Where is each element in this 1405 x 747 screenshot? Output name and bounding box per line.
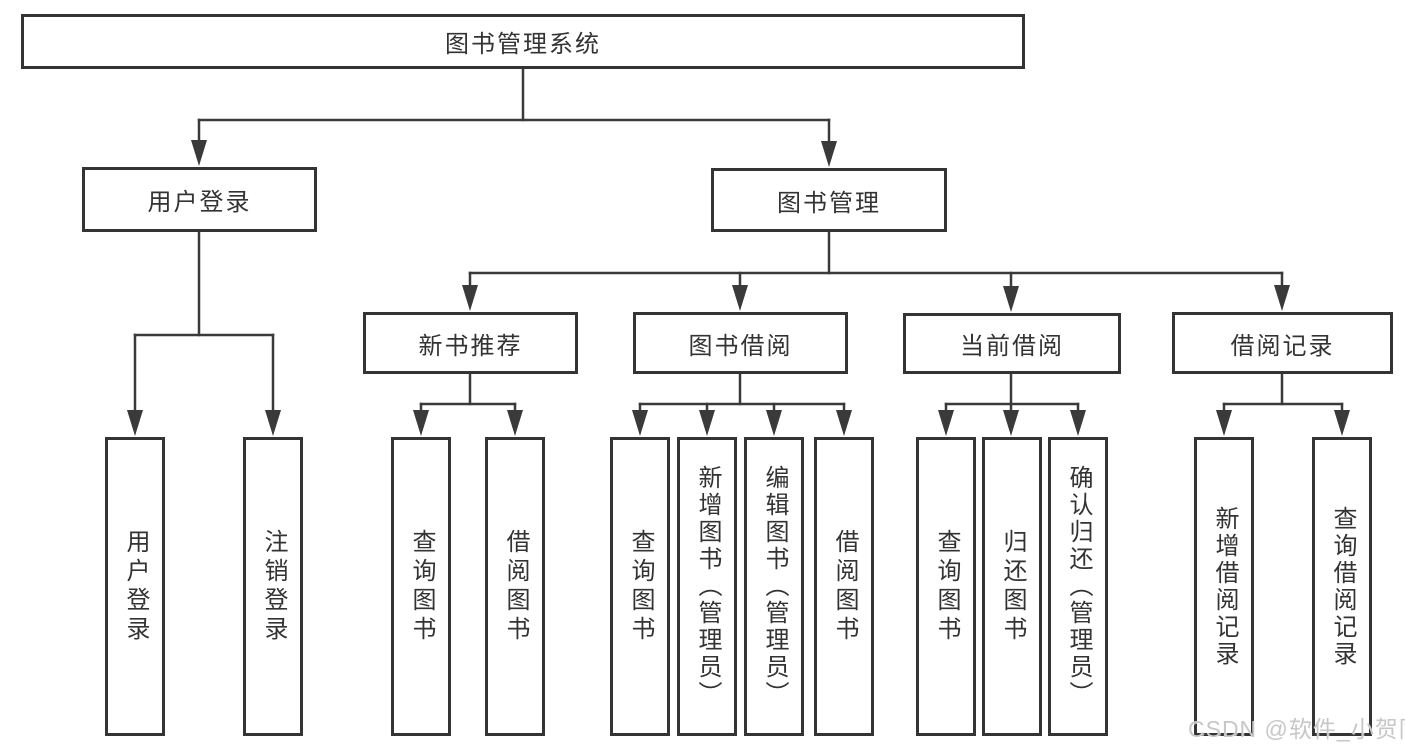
node-borrow-record: 借阅记录 xyxy=(1172,312,1393,374)
connectors-user-login xyxy=(133,230,275,414)
connectors-root xyxy=(197,67,831,145)
arrowheads xyxy=(127,140,1350,436)
connectors-borrow-record xyxy=(1222,372,1344,414)
node-label: 归还图书 xyxy=(999,528,1026,645)
leaf-add-borrow-record: 新增借阅记录 xyxy=(1194,437,1254,736)
leaf-borrow-books: 借阅图书 xyxy=(814,437,874,736)
node-label: 注销登录 xyxy=(260,528,287,645)
node-label: 借阅记录 xyxy=(1230,332,1335,360)
node-label: 查询图书 xyxy=(933,528,960,645)
node-label: 新增借阅记录 xyxy=(1211,505,1238,668)
node-label: 图书借阅 xyxy=(688,332,793,360)
node-label: 用户登录 xyxy=(122,528,149,645)
leaf-query-books-current: 查询图书 xyxy=(916,437,976,736)
leaf-return-book: 归还图书 xyxy=(982,437,1042,736)
node-label: 当前借阅 xyxy=(960,333,1064,360)
node-label: 新书推荐 xyxy=(418,332,523,360)
connectors-current-borrow xyxy=(944,372,1080,414)
node-book-management: 图书管理 xyxy=(711,168,947,232)
node-label: 新增图书（管理员） xyxy=(694,465,721,708)
connectors-new-book-recommend xyxy=(419,372,517,414)
node-label: 图书管理 xyxy=(777,189,881,217)
node-label: 确认归还（管理员） xyxy=(1065,465,1092,708)
node-label: 用户登录 xyxy=(147,189,252,216)
node-label: 查询借阅记录 xyxy=(1329,505,1356,668)
node-label: 借阅图书 xyxy=(831,528,858,645)
leaf-edit-book-admin: 编辑图书（管理员） xyxy=(744,437,804,736)
node-label: 编辑图书（管理员） xyxy=(761,465,788,708)
node-book-borrow: 图书借阅 xyxy=(633,312,848,374)
node-current-borrow: 当前借阅 xyxy=(903,313,1121,374)
node-root-library-management-system: 图书管理系统 xyxy=(21,14,1025,69)
node-label: 图书管理系统 xyxy=(445,31,601,58)
leaf-add-book-admin: 新增图书（管理员） xyxy=(677,437,737,736)
leaf-confirm-return-admin: 确认归还（管理员） xyxy=(1048,437,1108,736)
node-user-login: 用户登录 xyxy=(82,167,317,232)
connectors-book-management xyxy=(468,230,1284,290)
leaf-borrow-books-recommend: 借阅图书 xyxy=(485,437,545,736)
node-label: 查询图书 xyxy=(408,528,435,645)
leaf-logout: 注销登录 xyxy=(243,437,303,736)
leaf-query-books-borrow: 查询图书 xyxy=(610,437,670,736)
leaf-query-books-recommend: 查询图书 xyxy=(391,437,451,736)
connectors-book-borrow xyxy=(638,372,846,414)
node-label: 查询图书 xyxy=(627,528,654,645)
node-label: 借阅图书 xyxy=(502,528,529,645)
leaf-query-borrow-record: 查询借阅记录 xyxy=(1312,437,1372,736)
node-new-book-recommend: 新书推荐 xyxy=(363,312,578,374)
leaf-user-login: 用户登录 xyxy=(105,437,165,736)
csdn-watermark: CSDN @软件_小贺同学 xyxy=(1188,716,1405,742)
